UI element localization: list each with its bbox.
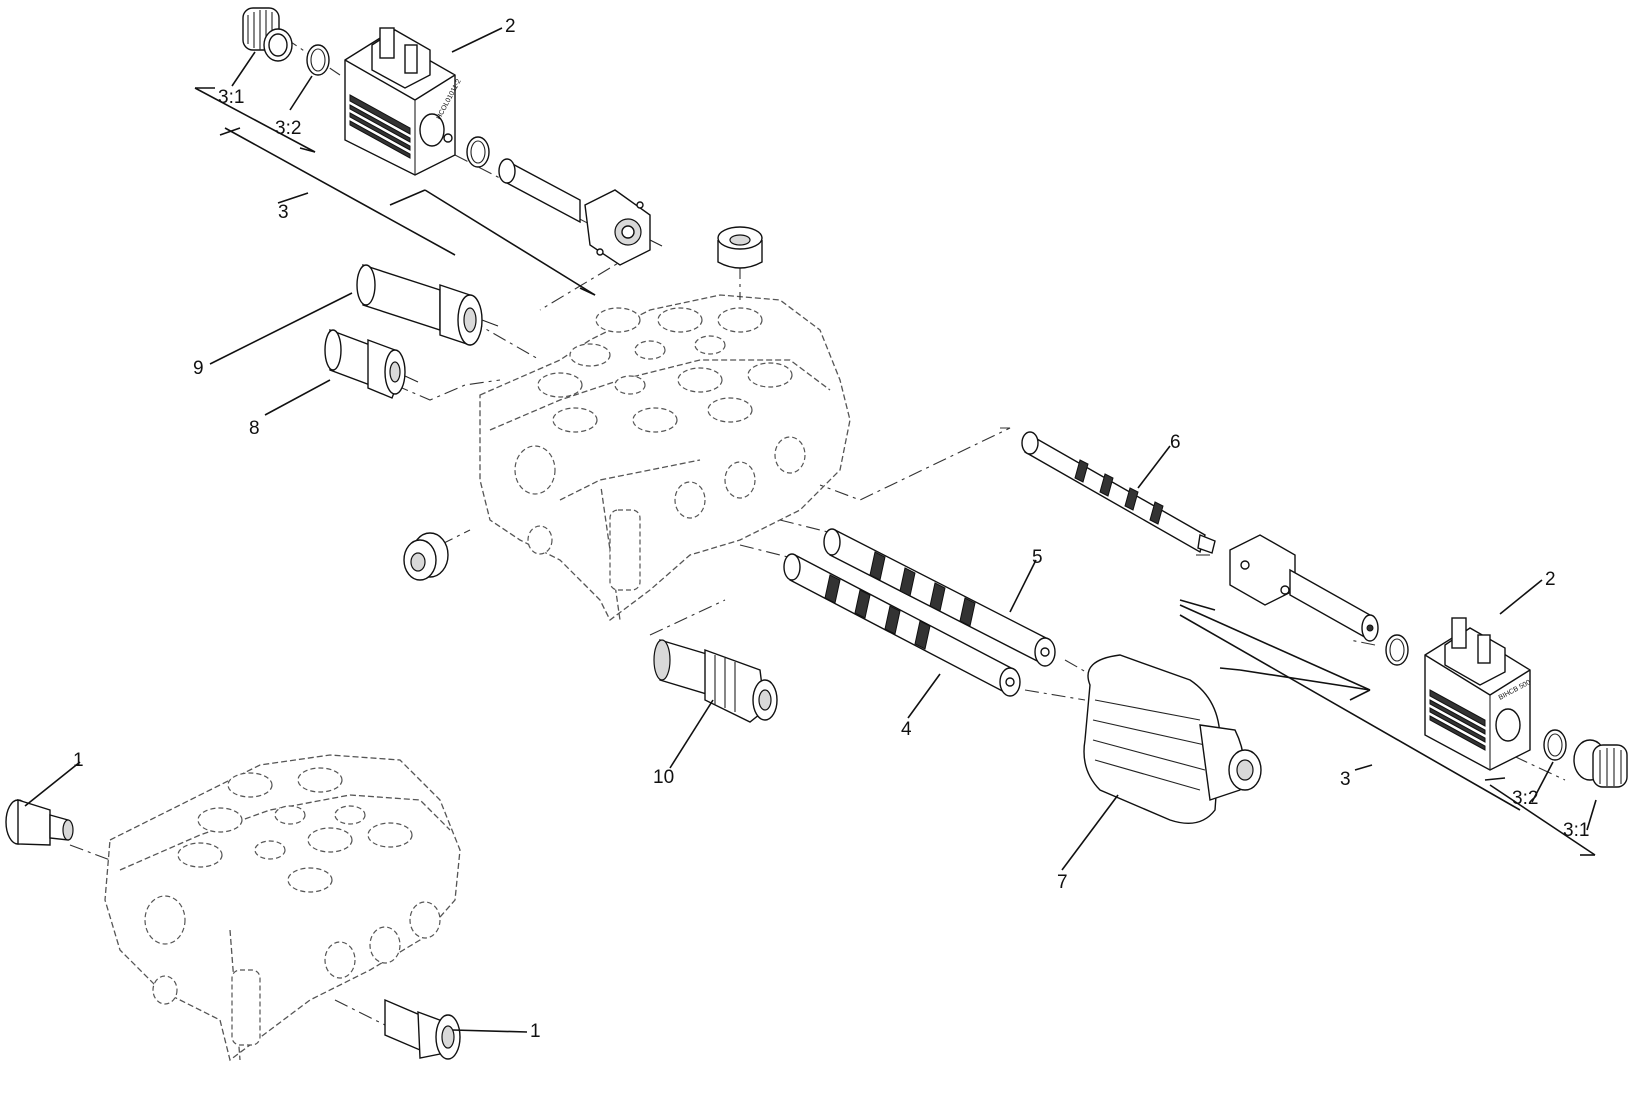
solenoid-cap-top (242, 7, 293, 62)
callout-6: 6 (1170, 432, 1181, 453)
relief-valve-10 (653, 639, 778, 723)
callout-7: 7 (1057, 872, 1068, 893)
callout-3-top: 3 (278, 202, 289, 223)
group-brackets (194, 87, 1596, 856)
boot-cover-7 (1083, 654, 1262, 824)
cartridge-9 (356, 264, 499, 346)
o-ring-right-1 (1385, 634, 1409, 666)
callout-3-2-right: 3:2 (1512, 788, 1538, 809)
alternate-valve-housing (104, 754, 461, 1062)
callout-8: 8 (249, 418, 260, 439)
main-valve-housing (479, 294, 851, 621)
callout-labels: 2 3:1 3:2 3 9 8 6 5 4 10 7 2 3 3:2 3:1 1… (73, 16, 1589, 1042)
callout-3-right: 3 (1340, 769, 1351, 790)
solenoid-tube-top (498, 158, 663, 266)
spool-4 (783, 553, 1021, 697)
callout-5: 5 (1032, 547, 1043, 568)
solenoid-coil-top: HCOL01011-2 (344, 27, 463, 176)
callout-1-left: 1 (73, 750, 84, 771)
callout-9: 9 (193, 358, 204, 379)
plug-top (717, 226, 763, 269)
spool-6 (1021, 431, 1216, 554)
callout-3-1-right: 3:1 (1563, 820, 1589, 841)
callout-10: 10 (653, 767, 674, 788)
spool-5 (823, 528, 1056, 667)
cartridge-8 (324, 328, 419, 399)
solenoid-tube-right (1229, 534, 1379, 642)
callout-3-2-top: 3:2 (275, 118, 301, 139)
leader-lines (24, 27, 1597, 1033)
solenoid-coil-right: BIHCB 500 (1424, 617, 1532, 771)
callout-4: 4 (901, 719, 912, 740)
callout-2-top: 2 (505, 16, 516, 37)
solenoid-cap-right (1573, 739, 1628, 788)
plug-1-bottom (384, 998, 461, 1060)
callout-3-1-top: 3:1 (218, 87, 244, 108)
callout-2-right: 2 (1545, 569, 1556, 590)
callout-1-bottom: 1 (530, 1021, 541, 1042)
plug-left (403, 532, 449, 581)
plug-1-left (5, 799, 74, 846)
o-ring-top-2 (466, 136, 490, 168)
o-ring-right-2 (1543, 729, 1567, 761)
o-ring-top (306, 44, 330, 76)
